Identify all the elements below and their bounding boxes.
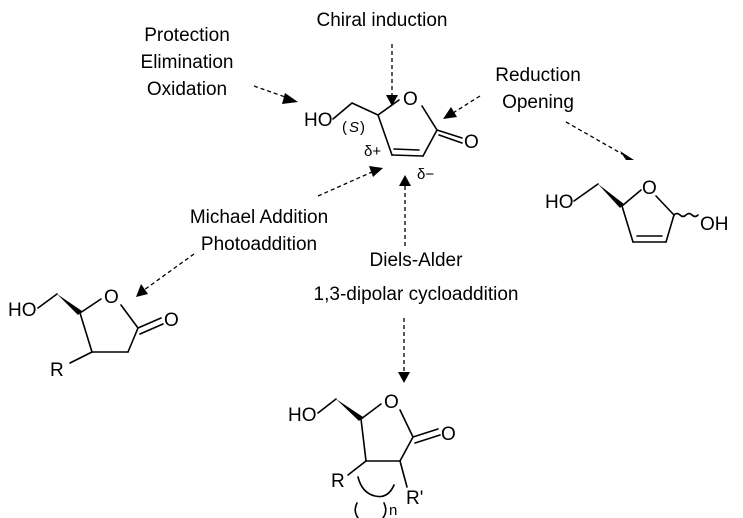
arrow-protection [253,85,298,104]
cyclo-ring-o: O [384,392,399,413]
stereo-open-paren: ( [342,119,347,136]
center-carbonyl-o: O [464,132,479,153]
center-ho-label: HO [304,110,333,131]
lactol-oh-label: OH [700,214,729,235]
label-oxidation: Oxidation [147,79,227,100]
label-protection: Protection [144,25,230,46]
michael-ho-label: HO [8,300,37,321]
cyclo-carbonyl-o: O [441,424,456,445]
michael-carbonyl-o: O [164,310,179,331]
cyclo-r-label: R [331,471,345,492]
label-dipolar-cycloaddition: 1,3-dipolar cycloaddition [314,284,519,305]
arrow-cycloaddition-out [398,318,410,383]
label-photoaddition: Photoaddition [201,234,317,255]
center-molecule: HO O O ( S ) δ+ δ− [304,89,479,183]
arrow-diels-alder-in [399,175,411,246]
arrow-opening-out [565,121,634,160]
cyclo-r-prime-label: R' [406,488,423,509]
lactol-ho-label: HO [545,192,574,213]
stereo-close-paren: ) [360,119,365,136]
michael-r-label: R [50,360,64,381]
center-ring-o: O [403,89,418,110]
michael-ring-o: O [104,287,119,308]
cyclo-ho-label: HO [288,405,317,426]
stereo-s-label: S [349,119,359,136]
label-chiral-induction: Chiral induction [317,10,448,31]
label-reduction: Reduction [495,65,581,86]
lactol-ring-o: O [642,178,657,199]
arrow-michael-out [136,253,195,297]
label-michael-addition: Michael Addition [190,207,328,228]
label-diels-alder: Diels-Alder [370,250,464,271]
cyclo-n-label: n [389,502,397,518]
arrow-chiral-induction [386,44,398,106]
arrow-michael-in [317,166,383,197]
michael-product: HO O O R [8,287,179,381]
arrow-reduction-in [443,95,481,119]
label-elimination: Elimination [141,52,234,73]
delta-minus-label: δ− [417,166,434,183]
cycloadduct-product: HO O O R R' n [288,392,456,518]
lactol-product: HO O OH [545,178,729,243]
label-opening: Opening [502,92,574,113]
delta-plus-label: δ+ [364,143,381,160]
